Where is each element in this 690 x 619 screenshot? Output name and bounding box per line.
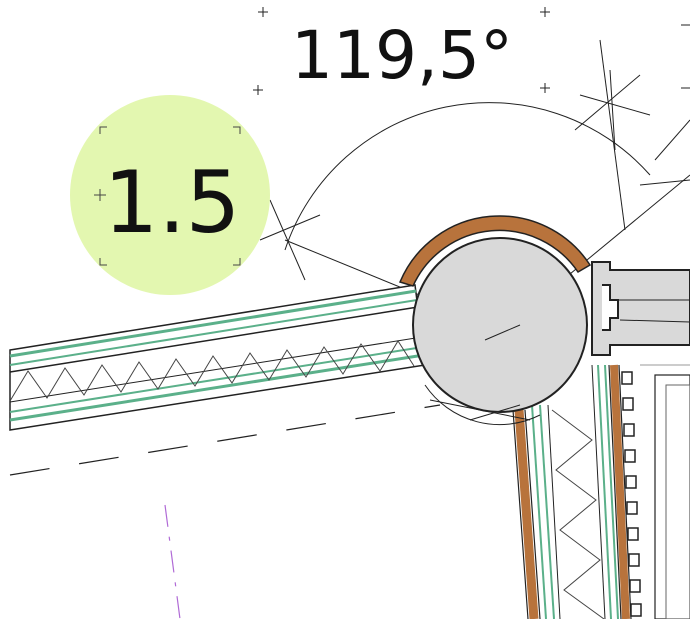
horizontal-beam (591, 261, 690, 356)
marker-corner (233, 126, 241, 134)
dimension-leader-right-4 (574, 74, 641, 131)
bracket (629, 579, 641, 593)
insulation-zigzag (9, 340, 415, 402)
dimension-leader-right-3 (599, 39, 626, 231)
bracket (627, 527, 639, 541)
dimension-line-purple (164, 504, 181, 619)
bracket (624, 449, 636, 463)
column-crosshair (484, 324, 521, 341)
detail-marker: 1.5 (70, 95, 270, 295)
fixing-brackets (621, 371, 642, 617)
bracket (628, 553, 640, 567)
glazing-line (539, 404, 555, 619)
angle-label: 119,5° (291, 17, 513, 94)
cladding-outline (608, 364, 632, 619)
wall-line (591, 364, 606, 619)
cladding-brown-left (514, 409, 539, 619)
inner-frame (654, 374, 690, 619)
bracket (623, 423, 635, 437)
detail-marker-circle (70, 95, 270, 295)
inner-frame-inset (665, 384, 690, 619)
bracket (622, 397, 634, 411)
dimension-arc (284, 102, 651, 251)
cladding-outline (512, 409, 541, 619)
glazing-line (604, 364, 619, 619)
wall-line (9, 336, 423, 403)
column (398, 215, 592, 426)
dimension-leader-left-2 (259, 214, 321, 241)
marker-corner (99, 126, 107, 134)
dimension-leader-right-5 (639, 179, 690, 186)
glazing-line (9, 289, 417, 358)
angle-dimension (259, 39, 690, 341)
glazing-line (597, 364, 612, 619)
wall-line (547, 404, 561, 619)
junction-line (429, 399, 531, 421)
diagonal-wall (9, 284, 426, 431)
column-shadow-arc (424, 384, 541, 426)
wall-line (9, 306, 419, 373)
dimension-leader-left (269, 199, 306, 281)
insulation-zigzag-vertical (551, 409, 605, 619)
junction-lines (429, 399, 531, 421)
dimension-leader-right-6 (654, 119, 690, 161)
bracket (626, 501, 638, 515)
beam-profile (591, 261, 690, 356)
bracket (625, 475, 637, 489)
glazing-line (531, 404, 547, 619)
cladding-brown-right (610, 364, 630, 619)
beam-notch (602, 284, 619, 331)
column-circle (412, 237, 588, 413)
glazing-line (9, 353, 425, 422)
marker-corner (233, 258, 241, 266)
glazing-line (9, 346, 424, 413)
vertical-wall (512, 364, 690, 619)
detail-marker-label: 1.5 (104, 153, 241, 253)
junction-line (469, 404, 521, 421)
dimension-leader-right-2 (609, 69, 616, 151)
bracket (630, 603, 642, 617)
glazing-line (9, 299, 418, 366)
marker-corner (99, 258, 107, 266)
angle-label-frame (253, 7, 690, 95)
dimension-leader-right (579, 94, 651, 116)
column-cladding (398, 215, 592, 287)
beam-line (619, 319, 690, 323)
dashed-line (9, 404, 441, 476)
bracket (621, 371, 633, 385)
